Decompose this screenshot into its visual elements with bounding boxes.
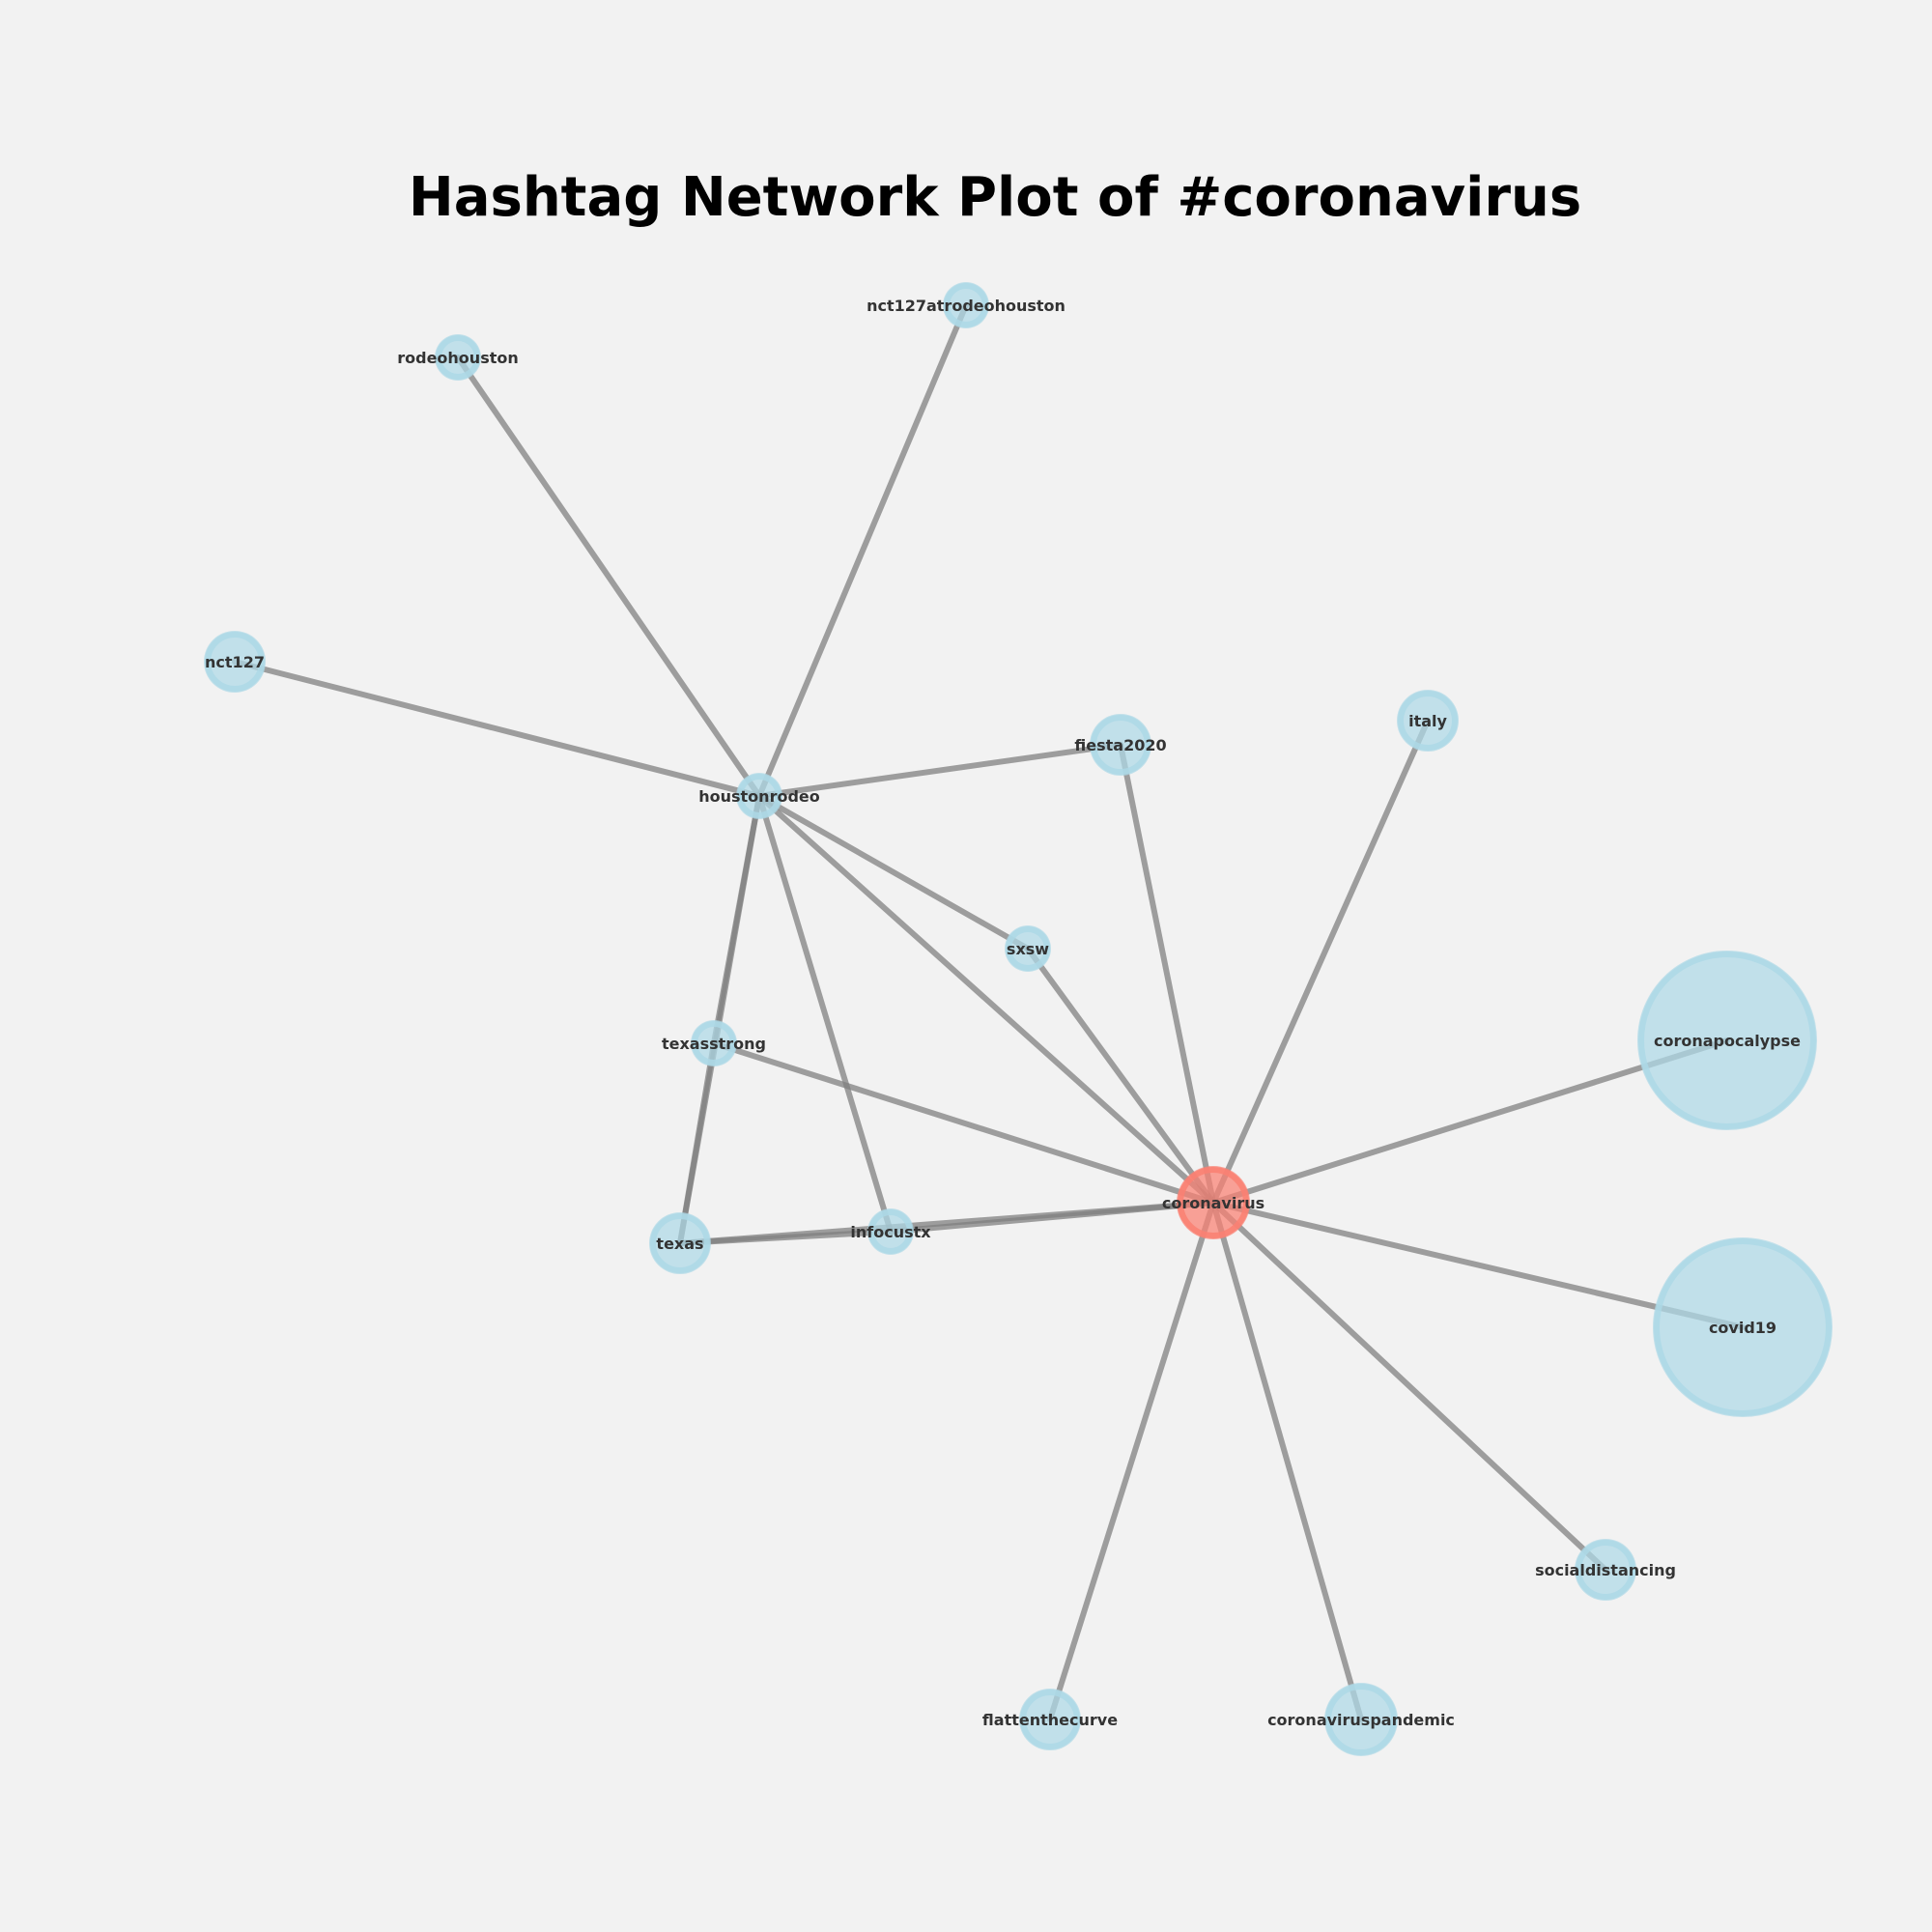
node-circle-nct127 bbox=[204, 631, 266, 693]
node-ring-texasstrong bbox=[692, 1021, 736, 1065]
node-coronapocalypse[interactable] bbox=[1637, 951, 1817, 1130]
node-circle-texasstrong bbox=[691, 1020, 737, 1066]
node-label-coronaviruspandemic: coronaviruspandemic bbox=[1267, 1711, 1455, 1729]
node-coronavirus[interactable] bbox=[1177, 1166, 1250, 1239]
node-ring-coronavirus bbox=[1178, 1167, 1249, 1238]
node-covid19[interactable] bbox=[1653, 1237, 1833, 1417]
node-coronaviruspandemic[interactable] bbox=[1324, 1683, 1398, 1756]
node-label-nct127: nct127 bbox=[205, 653, 265, 671]
node-circle-texas bbox=[649, 1212, 711, 1274]
node-label-fiesta2020: fiesta2020 bbox=[1074, 736, 1166, 754]
edge-coronavirus-texasstrong bbox=[711, 1040, 1216, 1206]
edge-coronavirus-flattenthecurve bbox=[1047, 1200, 1216, 1722]
node-circle-houstonrodeo bbox=[736, 773, 782, 819]
node-label-covid19: covid19 bbox=[1709, 1319, 1776, 1337]
node-label-flattenthecurve: flattenthecurve bbox=[982, 1711, 1118, 1729]
node-ring-sxsw bbox=[1006, 926, 1050, 971]
edge-texasstrong-texas bbox=[677, 1040, 717, 1246]
nodes-layer bbox=[204, 282, 1833, 1756]
diagram-title: Hashtag Network Plot of #coronavirus bbox=[409, 166, 1581, 229]
node-label-socialdistancing: socialdistancing bbox=[1535, 1561, 1676, 1579]
node-label-texasstrong: texasstrong bbox=[662, 1035, 766, 1053]
node-socialdistancing[interactable] bbox=[1575, 1539, 1636, 1601]
edge-houstonrodeo-rodeohouston bbox=[455, 355, 762, 799]
edges-layer bbox=[232, 302, 1746, 1722]
node-circle-sxsw bbox=[1005, 925, 1051, 972]
node-ring-coronaviruspandemic bbox=[1325, 1684, 1397, 1755]
node-label-italy: italy bbox=[1408, 712, 1447, 730]
node-ring-nct127 bbox=[205, 632, 265, 692]
node-nct127atrodeohouston[interactable] bbox=[943, 282, 989, 328]
node-ring-houstonrodeo bbox=[737, 774, 781, 818]
edge-coronavirus-fiesta2020 bbox=[1118, 742, 1216, 1206]
node-label-rodeohouston: rodeohouston bbox=[397, 349, 519, 367]
node-ring-nct127atrodeohouston bbox=[944, 283, 988, 327]
node-circle-infocustx bbox=[867, 1208, 914, 1255]
labels-layer: coronavirus houstonrodeo nct127atrodeohous… bbox=[205, 297, 1801, 1729]
edge-houstonrodeo-coronavirus bbox=[756, 793, 1216, 1206]
edge-coronavirus-covid19 bbox=[1210, 1200, 1746, 1330]
node-italy[interactable] bbox=[1397, 690, 1459, 752]
node-circle-coronavirus bbox=[1177, 1166, 1250, 1239]
edge-houstonrodeo-nct127 bbox=[232, 659, 762, 799]
edge-coronavirus-sxsw bbox=[1025, 946, 1216, 1206]
node-label-texas: texas bbox=[656, 1235, 703, 1253]
edge-houstonrodeo-nct127atrodeohouston bbox=[756, 302, 969, 799]
node-label-nct127atrodeohouston: nct127atrodeohouston bbox=[867, 297, 1065, 315]
node-texas[interactable] bbox=[649, 1212, 711, 1274]
node-circle-fiesta2020 bbox=[1090, 714, 1151, 776]
node-circle-covid19 bbox=[1653, 1237, 1833, 1417]
node-ring-socialdistancing bbox=[1576, 1540, 1635, 1600]
node-circle-italy bbox=[1397, 690, 1459, 752]
edge-houstonrodeo-fiesta2020 bbox=[756, 742, 1123, 799]
node-circle-flattenthecurve bbox=[1019, 1689, 1081, 1750]
node-ring-rodeohouston bbox=[436, 335, 480, 380]
edge-houstonrodeo-infocustx bbox=[756, 793, 894, 1235]
node-infocustx[interactable] bbox=[867, 1208, 914, 1255]
node-fiesta2020[interactable] bbox=[1090, 714, 1151, 776]
node-texasstrong[interactable] bbox=[691, 1020, 737, 1066]
node-ring-flattenthecurve bbox=[1020, 1690, 1080, 1749]
node-ring-texas bbox=[650, 1213, 710, 1273]
node-circle-coronapocalypse bbox=[1637, 951, 1817, 1130]
node-label-infocustx: infocustx bbox=[850, 1223, 931, 1241]
node-ring-italy bbox=[1398, 691, 1458, 751]
node-ring-infocustx bbox=[868, 1209, 913, 1254]
edge-coronavirus-coronaviruspandemic bbox=[1210, 1200, 1364, 1722]
edge-houstonrodeo-sxsw bbox=[756, 793, 1031, 952]
node-label-houstonrodeo: houstonrodeo bbox=[698, 787, 820, 806]
node-nct127[interactable] bbox=[204, 631, 266, 693]
edge-coronavirus-italy bbox=[1210, 718, 1431, 1206]
node-label-sxsw: sxsw bbox=[1007, 940, 1049, 958]
node-circle-rodeohouston bbox=[435, 334, 481, 381]
node-circle-socialdistancing bbox=[1575, 1539, 1636, 1601]
node-rodeohouston[interactable] bbox=[435, 334, 481, 381]
node-circle-nct127atrodeohouston bbox=[943, 282, 989, 328]
node-label-coronapocalypse: coronapocalypse bbox=[1654, 1032, 1801, 1050]
node-houstonrodeo[interactable] bbox=[736, 773, 782, 819]
edge-texas-infocustx bbox=[677, 1229, 894, 1246]
node-ring-fiesta2020 bbox=[1091, 715, 1151, 775]
node-ring-coronapocalypse bbox=[1638, 952, 1816, 1129]
node-sxsw[interactable] bbox=[1005, 925, 1051, 972]
node-label-coronavirus: coronavirus bbox=[1162, 1194, 1264, 1212]
node-circle-coronaviruspandemic bbox=[1324, 1683, 1398, 1756]
node-ring-covid19 bbox=[1654, 1238, 1832, 1416]
node-flattenthecurve[interactable] bbox=[1019, 1689, 1081, 1750]
edge-coronavirus-socialdistancing bbox=[1210, 1200, 1608, 1573]
